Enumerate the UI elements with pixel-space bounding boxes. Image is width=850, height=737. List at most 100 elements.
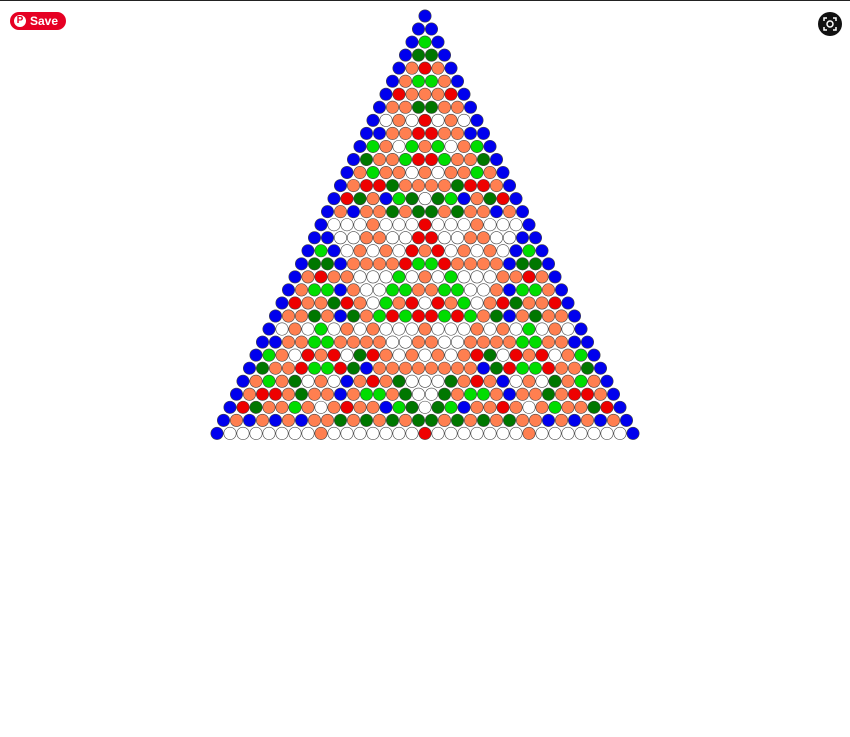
triangle-cell bbox=[223, 400, 237, 414]
triangle-cell bbox=[515, 361, 529, 375]
triangle-cell bbox=[411, 335, 425, 349]
triangle-cell bbox=[405, 192, 419, 206]
triangle-cell bbox=[450, 361, 464, 375]
triangle-cell bbox=[236, 374, 250, 388]
triangle-cell bbox=[541, 309, 555, 323]
triangle-cell bbox=[463, 309, 477, 323]
visual-search-button[interactable] bbox=[818, 12, 842, 36]
triangle-cell bbox=[489, 309, 503, 323]
triangle-cell bbox=[502, 387, 516, 401]
triangle-cell bbox=[307, 231, 321, 245]
triangle-cell bbox=[509, 426, 523, 440]
triangle-cell bbox=[548, 400, 562, 414]
triangle-cell bbox=[346, 309, 360, 323]
triangle-cell bbox=[379, 87, 393, 101]
triangle-cell bbox=[574, 348, 588, 362]
triangle-cell bbox=[515, 205, 529, 219]
triangle-cell bbox=[398, 257, 412, 271]
triangle-cell bbox=[522, 322, 536, 336]
triangle-cell bbox=[392, 296, 406, 310]
triangle-cell bbox=[587, 426, 601, 440]
triangle-cell bbox=[372, 231, 386, 245]
triangle-cell bbox=[243, 413, 257, 427]
triangle-cell bbox=[476, 126, 490, 140]
triangle-cell bbox=[398, 283, 412, 297]
triangle-cell bbox=[470, 244, 484, 258]
triangle-cell bbox=[379, 296, 393, 310]
triangle-cell bbox=[457, 139, 471, 153]
triangle-cell bbox=[359, 309, 373, 323]
triangle-cell bbox=[483, 244, 497, 258]
triangle-cell bbox=[366, 139, 380, 153]
triangle-cell bbox=[437, 283, 451, 297]
triangle-cell bbox=[262, 374, 276, 388]
triangle-cell bbox=[463, 413, 477, 427]
triangle-cell bbox=[268, 361, 282, 375]
triangle-cell bbox=[249, 374, 263, 388]
triangle-cell bbox=[379, 322, 393, 336]
triangle-cell bbox=[489, 283, 503, 297]
triangle-cell bbox=[379, 218, 393, 232]
triangle-cell bbox=[307, 309, 321, 323]
pinterest-icon: P bbox=[14, 15, 26, 27]
triangle-cell bbox=[392, 113, 406, 127]
triangle-cell bbox=[424, 231, 438, 245]
triangle-cell bbox=[535, 322, 549, 336]
triangle-cell bbox=[217, 413, 231, 427]
triangle-cell bbox=[444, 61, 458, 75]
triangle-cell bbox=[418, 87, 432, 101]
triangle-cell bbox=[515, 387, 529, 401]
triangle-cell bbox=[476, 413, 490, 427]
triangle-cell bbox=[353, 426, 367, 440]
triangle-cell bbox=[457, 322, 471, 336]
triangle-cell bbox=[470, 270, 484, 284]
triangle-cell bbox=[541, 283, 555, 297]
triangle-cell bbox=[353, 400, 367, 414]
triangle-cell bbox=[262, 426, 276, 440]
triangle-cell bbox=[379, 113, 393, 127]
triangle-cell bbox=[515, 335, 529, 349]
triangle-cell bbox=[366, 322, 380, 336]
triangle-cell bbox=[405, 270, 419, 284]
triangle-cell bbox=[359, 283, 373, 297]
triangle-cell bbox=[346, 257, 360, 271]
triangle-cell bbox=[450, 152, 464, 166]
triangle-cell bbox=[353, 218, 367, 232]
triangle-cell bbox=[515, 231, 529, 245]
triangle-cell bbox=[340, 400, 354, 414]
triangle-cell bbox=[431, 192, 445, 206]
triangle-cell bbox=[457, 374, 471, 388]
triangle-cell bbox=[541, 361, 555, 375]
triangle-cell bbox=[346, 335, 360, 349]
triangle-cell bbox=[450, 413, 464, 427]
triangle-cell bbox=[314, 296, 328, 310]
triangle-cell bbox=[522, 270, 536, 284]
triangle-cell bbox=[353, 192, 367, 206]
triangle-cell bbox=[424, 152, 438, 166]
triangle-cell bbox=[366, 192, 380, 206]
triangle-cell bbox=[424, 335, 438, 349]
triangle-cell bbox=[489, 413, 503, 427]
triangle-cell bbox=[366, 374, 380, 388]
triangle-cell bbox=[457, 113, 471, 127]
save-button[interactable]: P Save bbox=[10, 12, 67, 30]
triangle-cell bbox=[535, 400, 549, 414]
triangle-cell bbox=[483, 192, 497, 206]
triangle-cell bbox=[262, 348, 276, 362]
triangle-cell bbox=[541, 387, 555, 401]
triangle-cell bbox=[483, 400, 497, 414]
triangle-cell bbox=[314, 218, 328, 232]
triangle-cell bbox=[548, 348, 562, 362]
triangle-cell bbox=[437, 231, 451, 245]
triangle-cell bbox=[554, 387, 568, 401]
triangle-cell bbox=[385, 413, 399, 427]
triangle-cell bbox=[398, 335, 412, 349]
triangle-cell bbox=[463, 205, 477, 219]
triangle-cell bbox=[418, 400, 432, 414]
triangle-cell bbox=[463, 126, 477, 140]
triangle-cell bbox=[372, 126, 386, 140]
triangle-cell bbox=[230, 387, 244, 401]
triangle-cell bbox=[561, 348, 575, 362]
triangle-cell bbox=[359, 413, 373, 427]
triangle-cell bbox=[385, 257, 399, 271]
